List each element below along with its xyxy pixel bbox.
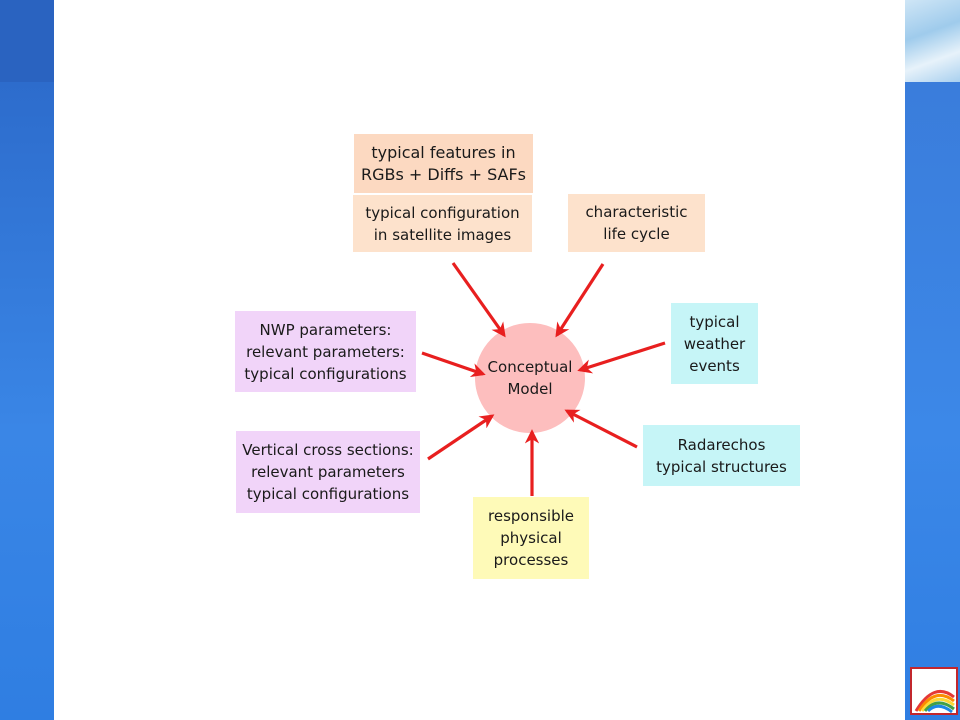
box-physical-processes: responsible physical processes <box>473 497 589 579</box>
arrow-from-life-cycle <box>555 263 605 338</box>
arrow-from-nwp <box>421 351 486 378</box>
box-satellite-configuration: typical configuration in satellite image… <box>353 195 532 252</box>
arrow-from-weather-events <box>577 341 666 374</box>
arrow-from-satellite <box>451 262 506 338</box>
rainbow-logo-icon <box>910 667 958 715</box>
arrow-from-radar <box>564 409 638 449</box>
right-background-band <box>905 0 960 720</box>
box-cross-sections: Vertical cross sections: relevant parame… <box>236 431 420 513</box>
left-header-block <box>0 0 54 82</box>
arrow-from-cross-sections <box>427 414 495 461</box>
sky-image <box>905 0 960 82</box>
box-radar-structures: Radarechos typical structures <box>643 425 800 486</box>
box-rgb-features: typical features in RGBs + Diffs + SAFs <box>354 134 533 193</box>
box-weather-events: typical weather events <box>671 303 758 384</box>
box-nwp-parameters: NWP parameters: relevant parameters: typ… <box>235 311 416 392</box>
left-background-band <box>0 0 54 720</box>
box-life-cycle: characteristic life cycle <box>568 194 705 252</box>
